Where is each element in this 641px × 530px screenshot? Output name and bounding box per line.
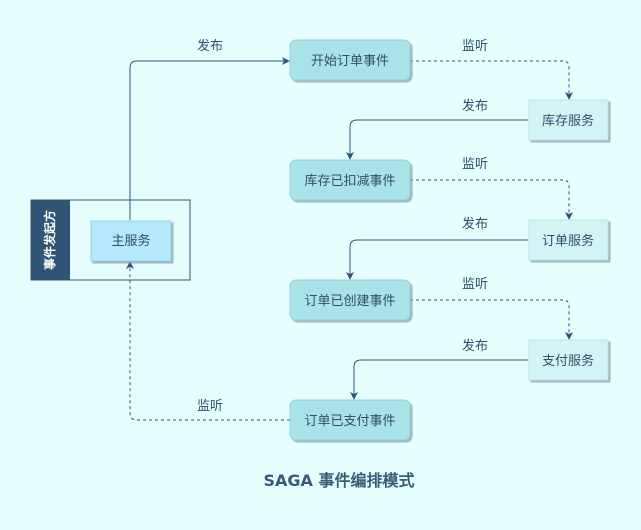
edge-labels: 发布 监听 发布 监听 发布 监听 发布 监听 [197,38,488,414]
node-order-paid-event[interactable]: 订单已支付事件 [289,399,411,441]
edge-label-main-publish: 发布 [197,38,223,54]
node-inventory-deducted-event-label: 库存已扣减事件 [304,173,395,189]
node-order-created-event[interactable]: 订单已创建事件 [289,279,411,321]
diagram-title: SAGA 事件编排模式 [264,471,415,490]
edge-paid-event-to-main [126,261,290,421]
connectors [126,57,573,421]
node-order-created-event-label: 订单已创建事件 [304,294,395,309]
node-payment-service-label: 支付服务 [542,353,594,369]
edge-label-start-listen: 监听 [462,39,488,54]
node-start-order-event-label: 开始订单事件 [311,54,389,69]
node-start-order-event[interactable]: 开始订单事件 [289,39,411,81]
node-main-service-label: 主服务 [111,233,150,249]
node-payment-service[interactable]: 支付服务 [528,339,609,381]
edge-order-to-created-event [346,239,528,280]
edge-inventory-to-deducted-event [346,119,528,160]
edge-payment-to-paid-event [350,359,528,400]
node-order-service-label: 订单服务 [542,233,594,249]
edge-label-deducted-listen: 监听 [462,157,488,172]
node-inventory-service[interactable]: 库存服务 [528,99,609,141]
edge-main-to-start-event [129,57,290,220]
node-order-paid-event-label: 订单已支付事件 [304,414,395,429]
swimlane-label: 事件发起方 [42,210,57,270]
node-order-service[interactable]: 订单服务 [528,219,609,261]
edge-label-created-listen: 监听 [462,277,488,292]
edge-start-event-to-inventory [410,60,573,100]
node-inventory-deducted-event[interactable]: 库存已扣减事件 [289,159,411,201]
swimlane-event-initiator: 事件发起方 [30,199,191,281]
edge-label-payment-publish: 发布 [462,338,488,354]
edge-created-event-to-payment [410,299,573,340]
node-inventory-service-label: 库存服务 [542,113,594,129]
node-main-service[interactable]: 主服务 [90,220,172,262]
edge-deducted-event-to-order [410,179,573,220]
edge-label-paid-listen: 监听 [197,399,223,414]
edge-label-inventory-publish: 发布 [462,98,488,114]
edge-label-order-publish: 发布 [462,216,488,232]
